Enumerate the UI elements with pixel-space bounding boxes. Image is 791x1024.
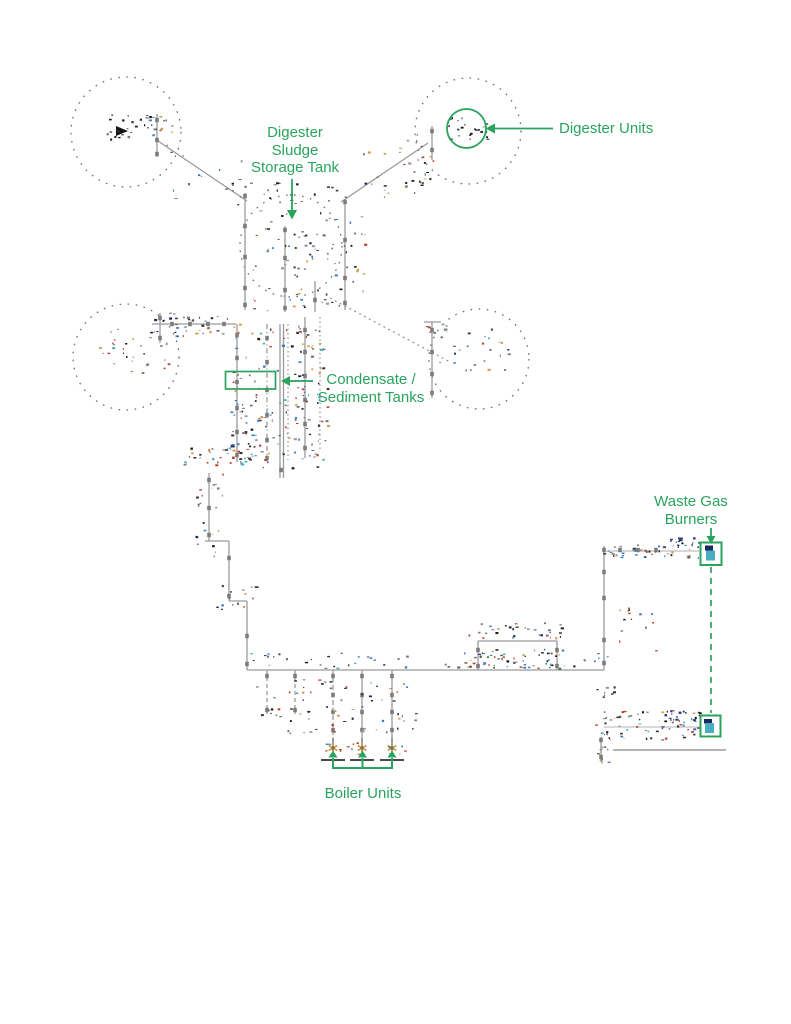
waste-gas-burner-box-bottom <box>699 714 722 738</box>
annotation-storage-tank-label: Digester Sludge Storage Tank <box>250 124 340 176</box>
annotation-digester-units-label: Digester Units <box>559 120 654 137</box>
burner-icons <box>328 738 397 757</box>
condensate-tanks-arrow <box>281 376 313 386</box>
waste-gas-burner-box-top <box>699 541 723 566</box>
digester-circle-top-right <box>414 77 522 185</box>
waste-gas-arrow <box>706 528 716 544</box>
annotation-graphics <box>224 108 723 769</box>
digester-circle-mid-left <box>72 303 180 411</box>
equipment-circles <box>70 76 530 411</box>
digester-circle-mid-right <box>428 308 530 410</box>
condensate-tanks-highlight-rect <box>224 370 277 390</box>
scan-speckle-detail <box>99 114 702 764</box>
pipe-fittings <box>155 117 658 760</box>
annotation-waste-gas-burners-label: Waste Gas Burners <box>654 493 728 528</box>
waste-gas-pilot-icons <box>704 545 715 733</box>
sludge-storage-tank-circle <box>239 194 343 298</box>
digester-units-highlight-circle <box>446 108 487 149</box>
annotation-boiler-units-label: Boiler Units <box>324 785 402 802</box>
storage-tank-arrow <box>287 179 297 220</box>
annotation-condensate-tanks-label: Condensate / Sediment Tanks <box>317 371 425 406</box>
pipework <box>152 114 726 762</box>
digester-units-arrow <box>485 123 553 134</box>
flow-arrow-glyph <box>116 126 128 136</box>
digester-circle-top-left <box>70 76 182 188</box>
boiler-units-bracket <box>328 750 397 769</box>
